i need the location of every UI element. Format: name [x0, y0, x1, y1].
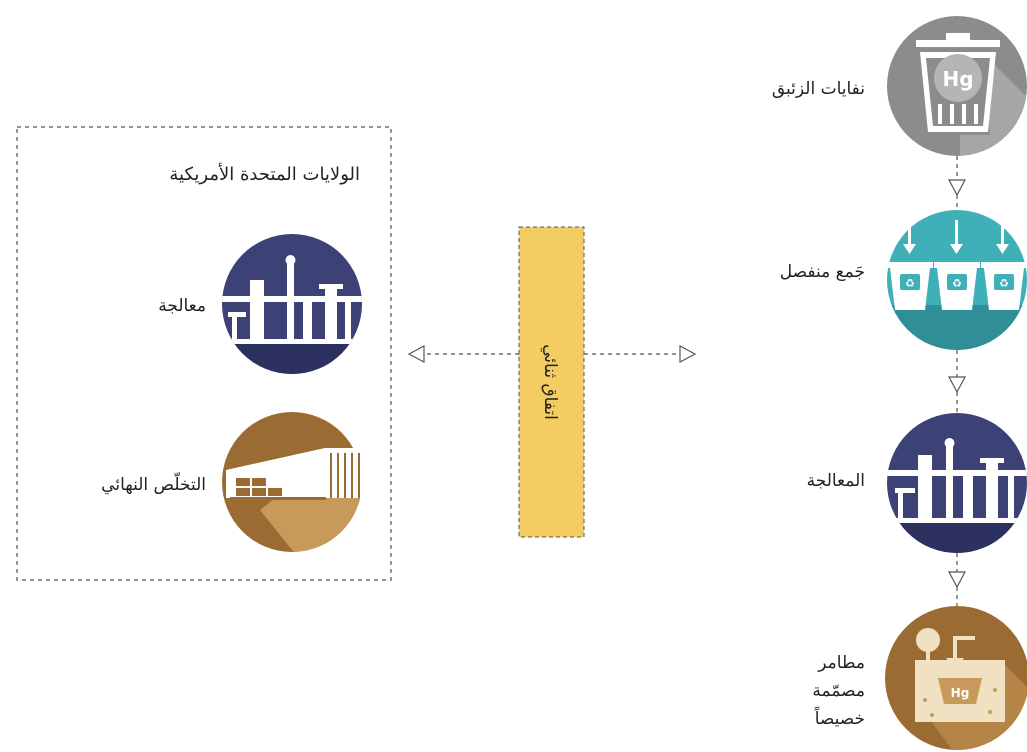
- flow-label-mercury-waste: نفايات الزئبق: [771, 79, 865, 99]
- agreement-box: [518, 226, 585, 538]
- flow-label-landfill-line-3: خصيصاً: [814, 709, 865, 729]
- warehouse-icon: [222, 412, 365, 552]
- box-refinery-icon: [222, 234, 362, 374]
- box-item-label-final-disposal: التخلّص النهائي: [101, 475, 206, 495]
- refinery-icon: [887, 413, 1027, 553]
- landfill-icon: Hg: [885, 606, 1027, 750]
- agreement-label: اتفاق ثنائي: [540, 344, 560, 420]
- flow-arrow-1: [948, 156, 966, 210]
- svg-text:Hg: Hg: [942, 67, 973, 91]
- flow-label-processing: المعالجة: [806, 471, 865, 491]
- flow-label-separate-collection: جَمع منفصل: [779, 262, 865, 282]
- box-title: الولايات المتحدة الأمريكية: [169, 164, 360, 185]
- flow-arrow-3: [948, 553, 966, 606]
- flow-label-landfill-line-1: مطامر: [818, 653, 865, 673]
- flow-label-landfill-line-2: مصمّمة: [812, 681, 865, 701]
- recycling-bins-icon: ♻ ♻ ♻: [887, 210, 1027, 350]
- usa-box: [16, 126, 392, 581]
- svg-text:♻: ♻: [905, 277, 915, 290]
- svg-text:♻: ♻: [999, 277, 1009, 290]
- svg-text:Hg: Hg: [951, 686, 970, 700]
- mercury-waste-bin-icon: Hg: [887, 16, 1027, 156]
- arrow-left: [407, 345, 519, 363]
- flow-arrow-2: [948, 350, 966, 413]
- arrow-right: [584, 345, 697, 363]
- box-item-label-processing: معالجة: [158, 296, 206, 316]
- svg-text:♻: ♻: [952, 277, 962, 290]
